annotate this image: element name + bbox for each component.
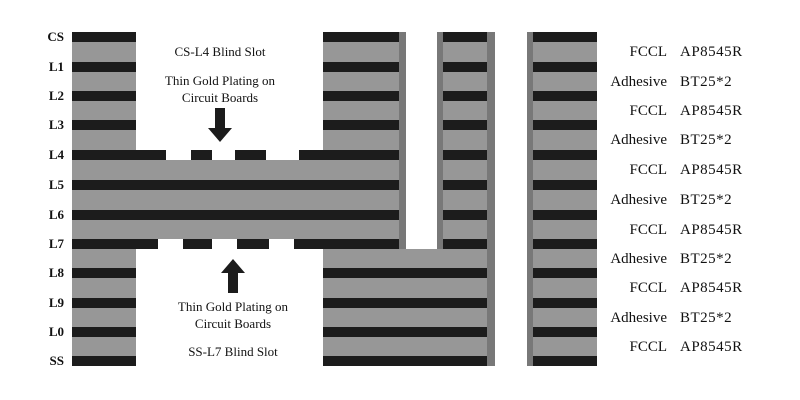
copper-layer (533, 327, 597, 337)
board-edge (487, 32, 495, 366)
material-label: FCCL (629, 102, 667, 119)
top-slot-note-line2: Circuit Boards (181, 90, 259, 105)
copper-layer (533, 268, 597, 278)
copper-layer (72, 298, 136, 308)
slot-pad-gap (212, 150, 235, 160)
copper-layer (533, 62, 597, 72)
bottom-slot-note-line2: Circuit Boards (194, 316, 272, 331)
board-edge (437, 32, 443, 249)
copper-layer (72, 327, 136, 337)
copper-layer (323, 268, 487, 278)
copper-layer (443, 32, 487, 42)
material-code: AP8545R (680, 44, 743, 60)
layer-label: L2 (48, 88, 64, 103)
slot-pad-gap (269, 239, 294, 249)
slot-pad-gap (266, 150, 299, 160)
material-code: BT25*2 (680, 250, 733, 267)
material-code: AP8545R (680, 280, 743, 296)
material-code: AP8545R (680, 338, 743, 355)
copper-layer (323, 298, 487, 308)
dielectric-layer (72, 32, 136, 366)
copper-layer (323, 62, 399, 72)
bottom-slot-note-line1: Thin Gold Plating on (177, 299, 289, 314)
copper-layer (323, 327, 487, 337)
material-label: FCCL (629, 221, 667, 238)
copper-layer (533, 180, 597, 190)
copper-layer (72, 62, 136, 72)
material-code: BT25*2 (680, 309, 733, 326)
board-edge (527, 32, 533, 366)
dielectric-layer (533, 32, 597, 366)
copper-layer (323, 356, 487, 366)
slot-pad-gap (166, 150, 191, 160)
layer-label: L3 (48, 117, 64, 132)
layer-label: L6 (48, 207, 64, 222)
copper-layer (72, 268, 136, 278)
copper-layer (72, 120, 136, 130)
copper-layer (443, 180, 487, 190)
material-code: BT25*2 (680, 73, 733, 90)
copper-layer (72, 356, 136, 366)
bottom-slot-title: SS-L7 Blind Slot (188, 344, 278, 359)
top-slot-note-line1: Thin Gold Plating on (164, 73, 276, 88)
copper-layer (533, 298, 597, 308)
layer-label: L5 (48, 177, 64, 192)
copper-layer (443, 120, 487, 130)
layer-label: L9 (48, 295, 64, 310)
copper-layer (136, 180, 399, 190)
material-label: Adhesive (610, 192, 667, 208)
copper-layer (72, 91, 136, 101)
copper-layer (443, 62, 487, 72)
copper-layer (72, 150, 136, 160)
copper-layer (443, 91, 487, 101)
copper-layer (533, 91, 597, 101)
material-label: Adhesive (610, 132, 667, 148)
arrow-up-icon (221, 259, 245, 293)
top-slot-title: CS-L4 Blind Slot (174, 44, 266, 59)
material-code: AP8545R (680, 102, 743, 119)
copper-layer (443, 150, 487, 160)
slot-pad-gap (212, 239, 237, 249)
material-label: Adhesive (610, 309, 667, 326)
arrow-down-icon (208, 108, 232, 142)
material-code: AP8545R (680, 221, 743, 238)
copper-layer (533, 32, 597, 42)
layer-label: CS (47, 29, 64, 44)
layer-label: L7 (48, 236, 64, 251)
material-label: Adhesive (610, 250, 667, 267)
layer-label: L8 (48, 265, 64, 280)
copper-layer (323, 120, 399, 130)
copper-layer (533, 150, 597, 160)
copper-layer (443, 210, 487, 220)
dielectric-layer (136, 150, 399, 249)
copper-layer (323, 91, 399, 101)
copper-layer (533, 356, 597, 366)
material-label: FCCL (629, 280, 667, 296)
copper-layer (136, 239, 399, 249)
copper-layer (443, 239, 487, 249)
material-label: FCCL (629, 44, 667, 60)
copper-layer (72, 210, 136, 220)
material-code: BT25*2 (680, 132, 733, 148)
material-code: BT25*2 (680, 192, 733, 208)
copper-layer (72, 32, 136, 42)
slot-pad-gap (158, 239, 183, 249)
copper-layer (72, 239, 136, 249)
copper-layer (533, 210, 597, 220)
copper-layer (72, 180, 136, 190)
material-code: AP8545R (680, 162, 743, 178)
material-label: FCCL (629, 338, 667, 355)
layer-label: L0 (48, 324, 64, 339)
layer-label: SS (49, 353, 64, 368)
copper-layer (533, 239, 597, 249)
material-label: FCCL (629, 162, 667, 178)
material-label: Adhesive (610, 73, 667, 90)
copper-layer (323, 32, 399, 42)
board-edge (399, 32, 406, 249)
copper-layer (136, 210, 399, 220)
layer-label: L1 (48, 59, 64, 74)
copper-layer (533, 120, 597, 130)
layer-label: L4 (48, 147, 64, 162)
